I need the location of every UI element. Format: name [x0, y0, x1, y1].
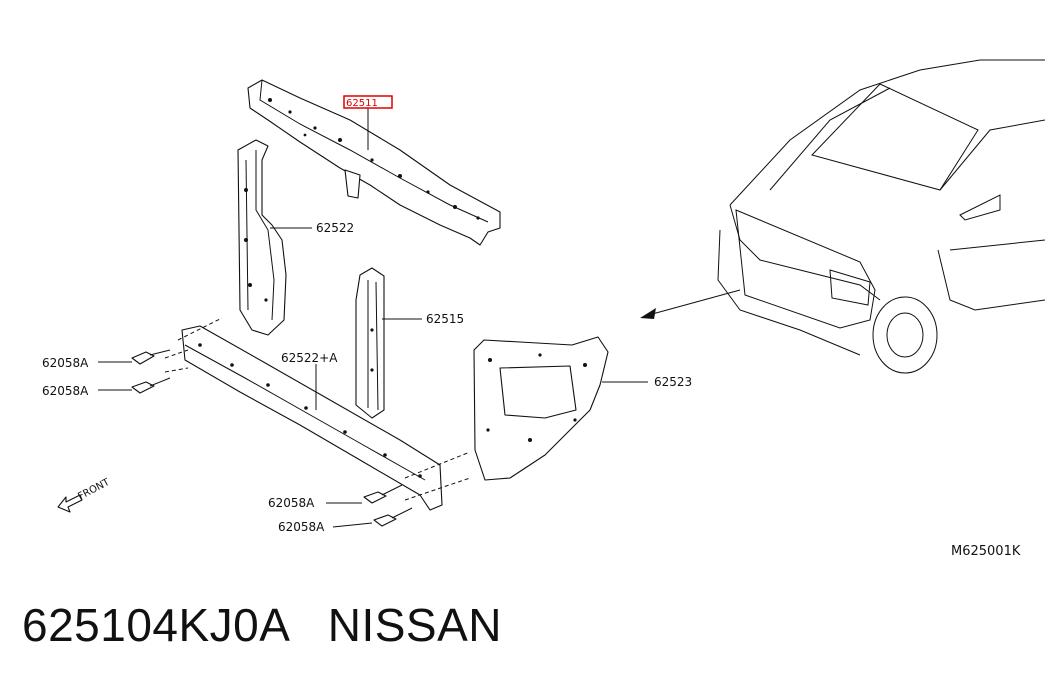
bolt-icon	[131, 349, 171, 365]
bolt-icon	[373, 507, 413, 527]
reference-arrow	[640, 289, 741, 319]
vehicle-illustration	[717, 59, 1045, 374]
callout-62058a: 62058A	[268, 496, 315, 510]
highlight-box	[343, 95, 393, 109]
lower-support	[164, 317, 471, 511]
front-indicator: FRONT	[57, 476, 112, 513]
front-label: FRONT	[76, 476, 112, 502]
left-support	[237, 139, 287, 336]
callout-62058a: 62058A	[42, 384, 89, 398]
callout-62522: 62522	[316, 221, 354, 235]
part-number: 625104KJ0A	[22, 599, 288, 651]
part-title: 625104KJ0A NISSAN	[22, 598, 502, 652]
center-stay	[355, 267, 385, 419]
leader-lines	[98, 108, 648, 528]
right-side-member	[473, 336, 609, 481]
callout-62515: 62515	[426, 312, 464, 326]
callout-62522-a: 62522+A	[281, 351, 338, 365]
upper-core-support	[247, 79, 501, 246]
callout-62058a: 62058A	[42, 356, 89, 370]
callout-62511: 62511	[346, 98, 378, 109]
bolt-icon	[363, 484, 403, 504]
callout-62058a: 62058A	[278, 520, 325, 534]
figure-code: M625001K	[951, 544, 1021, 559]
callout-62523: 62523	[654, 375, 692, 389]
bolt-icon	[131, 377, 171, 394]
brand-name: NISSAN	[327, 599, 503, 651]
